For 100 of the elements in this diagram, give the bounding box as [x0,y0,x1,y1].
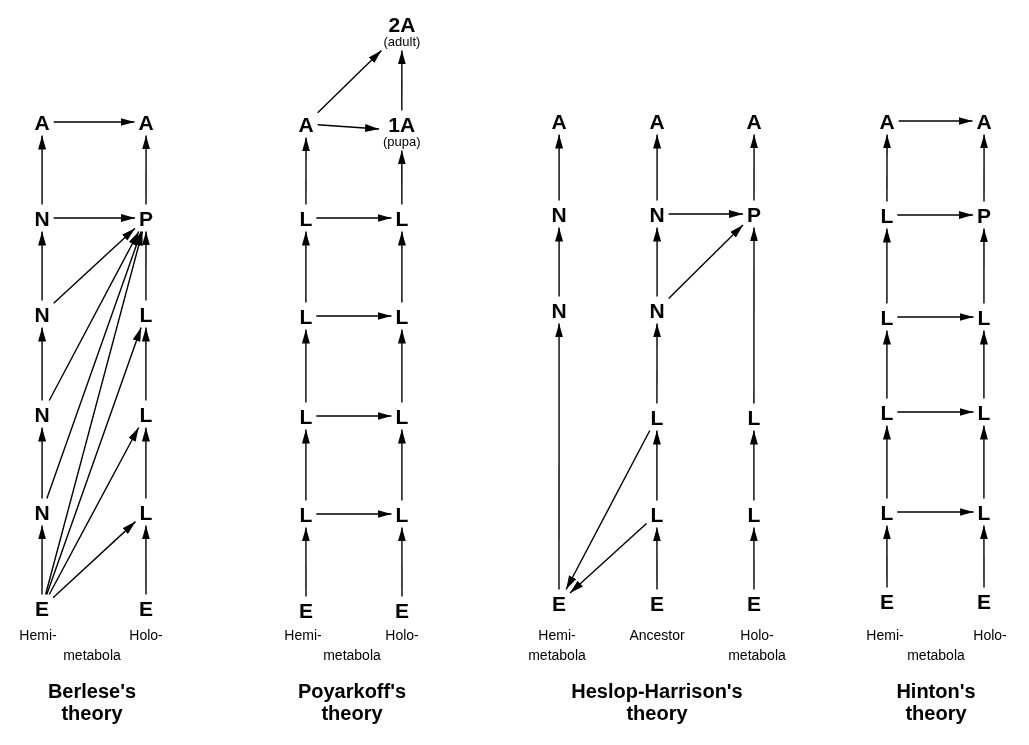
arrow [667,224,744,300]
arrow [52,520,137,599]
arrow [896,408,975,416]
arrow [555,322,564,591]
arrow [38,230,47,302]
arrow [141,524,150,596]
arrow [882,424,891,500]
arrow [44,230,144,596]
stage-letter: E [33,596,51,620]
stage-letter: E [137,596,155,620]
stage-letter: L [137,402,155,426]
stage-letter: A [877,109,897,133]
theory-title: Heslop-Harrison's theory [570,680,744,724]
stage-letter: E [393,598,411,622]
stage-letter: A [549,109,569,133]
stage-letter: N [647,202,667,226]
arrow [301,230,310,304]
arrow [301,428,310,502]
column-label: Holo- [129,626,163,645]
stage-letter: L [297,404,315,428]
arrow [315,312,393,320]
arrow [979,424,988,500]
arrow [653,226,662,298]
arrow [653,322,662,405]
column-label: Holo- metabola [727,626,787,665]
arrow [316,124,380,132]
theory-title: Poyarkoff's theory [296,680,408,724]
stage-letter: N [549,298,569,322]
arrow [652,526,661,591]
arrow [397,149,406,206]
stage-letter: E [975,589,993,613]
arrow [667,210,744,218]
stage-letter: L [878,400,896,424]
arrow [301,526,310,598]
stage-letter: N [549,202,569,226]
arrow [397,328,406,404]
arrow [302,136,311,206]
column-label: Ancestor [629,626,685,645]
arrow [48,426,140,596]
stage-letter: A [136,110,156,134]
arrow [882,524,891,589]
stage-letter: L [297,206,315,230]
column-label: Hemi- metabola [527,626,587,665]
arrow [38,326,47,402]
stage-letter: L [393,502,411,526]
stage-letter: A [744,109,764,133]
arrow [315,214,393,222]
arrow [38,134,47,206]
arrow [38,524,47,596]
stage-label: 2A (adult) [381,12,423,49]
column-label: Hemi- [19,626,57,645]
arrow [652,429,661,502]
stage-letter: L [745,502,763,526]
arrow [750,226,758,405]
column-label: Holo- [385,626,419,645]
stage-letter: L [393,206,411,230]
column-label: Holo- [973,626,1007,645]
stage-letter: L [297,304,315,328]
stage-letter: L [393,304,411,328]
stage-letter: L [648,502,666,526]
arrow [397,428,406,502]
column-label: metabola [63,646,121,665]
stage-letter: A [974,109,994,133]
stage-letter: N [32,206,52,230]
stage-letter: N [32,302,52,326]
arrow [38,426,47,500]
arrow [142,134,151,206]
stage-letter: E [878,589,896,613]
stage-letter: P [137,206,155,230]
arrow [897,117,974,125]
stage-letter: L [648,405,666,429]
arrow [883,133,892,203]
arrow [749,429,758,502]
arrow [141,426,150,500]
column-label: metabola [323,646,381,665]
stage-letter: N [647,298,667,322]
arrow [52,118,136,126]
stage-letter: P [975,203,993,227]
stage-letter: A [296,112,316,136]
stage-letter: N [32,402,52,426]
arrow [397,230,406,304]
arrow [979,524,988,589]
arrow [749,526,758,591]
arrow [142,230,150,302]
arrow [52,214,136,222]
arrow [980,133,989,203]
stage-letter: A [32,110,52,134]
stage-letter: E [297,598,315,622]
stage-letter: E [648,591,666,615]
stage-letter: E [550,591,568,615]
arrow [979,329,988,400]
arrow [315,412,393,420]
stage-letter: L [137,500,155,524]
column-label: Hemi- [284,626,322,645]
arrow [882,227,891,305]
arrow [882,329,891,400]
theory-title: Berlese's theory [46,680,138,724]
column-label: Hemi- [866,626,904,645]
stage-letter: A [647,109,667,133]
stage-letter: L [297,502,315,526]
